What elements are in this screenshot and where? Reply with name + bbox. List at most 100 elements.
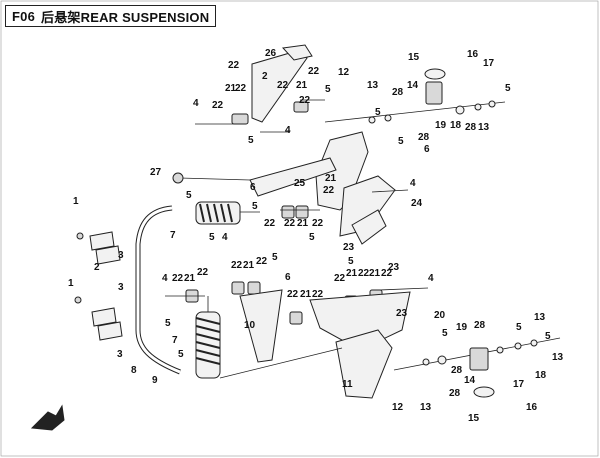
bushing-8	[289, 311, 303, 325]
callout-c3a: 3	[118, 250, 124, 261]
callout-c22g: 22	[323, 185, 335, 196]
callout-c25: 25	[294, 178, 306, 189]
callout-c6a: 6	[424, 144, 430, 155]
callout-c11: 11	[342, 379, 353, 390]
callout-c5l: 5	[165, 318, 171, 329]
callout-c6c: 6	[285, 272, 291, 283]
callout-c15b: 15	[468, 413, 480, 424]
callout-c22p: 22	[358, 268, 370, 279]
callout-c21a: 21	[225, 83, 237, 94]
callout-c5c: 5	[505, 83, 511, 94]
callout-c5m: 5	[442, 328, 448, 339]
upper-right-hub	[324, 68, 506, 124]
bolt-clamp-2	[74, 296, 82, 304]
washer-a	[368, 116, 376, 124]
callout-c28b: 28	[465, 122, 477, 133]
callout-c4c: 4	[410, 178, 416, 189]
washer-g	[437, 355, 447, 365]
callout-c22m: 22	[231, 260, 243, 271]
callout-c6b: 6	[250, 182, 256, 193]
callout-c22f: 22	[212, 100, 224, 111]
callout-c19b: 19	[456, 322, 468, 333]
callout-c5k: 5	[272, 252, 278, 263]
callout-c22q: 22	[381, 268, 393, 279]
bushing-4	[247, 281, 261, 295]
callout-c22h: 22	[264, 218, 276, 229]
callout-c28c: 28	[418, 132, 430, 143]
callout-c22a: 22	[228, 60, 240, 71]
lower-arm-left	[239, 289, 283, 363]
callout-c5a: 5	[325, 84, 331, 95]
washer-d	[474, 103, 482, 111]
washer-h	[496, 346, 504, 354]
callout-c22b: 22	[277, 80, 289, 91]
callout-c22k: 22	[172, 273, 184, 284]
lower-right-cap	[473, 386, 495, 398]
direction-arrow-icon	[30, 404, 65, 431]
callout-c12a: 12	[338, 67, 350, 78]
lower-right-hub	[393, 337, 561, 398]
lower-shock	[195, 296, 221, 379]
callout-c24: 24	[411, 198, 423, 209]
callout-c22n: 22	[256, 256, 268, 267]
upper-arm	[172, 157, 337, 197]
callout-c5p: 5	[178, 349, 184, 360]
callout-c14a: 14	[407, 80, 419, 91]
callout-c22i: 22	[284, 218, 296, 229]
stabilizer-bar-fill	[136, 206, 181, 374]
callout-c2a: 2	[262, 71, 268, 82]
callout-c22e: 22	[299, 95, 311, 106]
callout-c23a: 23	[343, 242, 355, 253]
callout-c10: 10	[244, 320, 256, 331]
callout-c7a: 7	[170, 230, 176, 241]
callout-c13b: 13	[478, 122, 490, 133]
clamp-upper-a	[89, 231, 115, 251]
upper-right-knuckle	[425, 81, 443, 105]
upper-right-cap	[424, 68, 446, 80]
washer-c	[455, 105, 465, 115]
callout-c22c: 22	[235, 83, 247, 94]
callout-c3c: 3	[117, 349, 123, 360]
callout-c1b: 1	[68, 278, 74, 289]
callout-c21d: 21	[297, 218, 309, 229]
callout-c15a: 15	[408, 52, 420, 63]
callout-c4d: 4	[222, 232, 228, 243]
callout-c21c: 21	[325, 173, 337, 184]
frame-bracket-lower	[351, 209, 387, 245]
washer-i	[514, 342, 522, 350]
shock-pin-link	[179, 177, 251, 181]
callout-c5n: 5	[516, 322, 522, 333]
diagram-title: F06 后悬架REAR SUSPENSION	[5, 5, 217, 27]
callout-c23b: 23	[388, 262, 400, 273]
callout-c5d: 5	[375, 107, 381, 118]
callout-c4e: 4	[162, 273, 168, 284]
clamp-lower-b	[97, 321, 123, 341]
callout-c26: 26	[265, 48, 277, 59]
lower-right-knuckle	[469, 347, 489, 371]
callout-c21h: 21	[369, 268, 381, 279]
callout-c23c: 23	[396, 308, 408, 319]
callout-c19a: 19	[435, 120, 447, 131]
diagram-code: F06	[12, 8, 36, 24]
stabilizer-bar	[135, 205, 181, 375]
callout-c21i: 21	[300, 289, 312, 300]
callout-c28d: 28	[474, 320, 486, 331]
callout-c4a: 4	[193, 98, 199, 109]
callout-c5f: 5	[186, 190, 192, 201]
callout-c5i: 5	[309, 232, 315, 243]
callout-c12b: 12	[392, 402, 404, 413]
washer-j	[530, 339, 538, 347]
upper-arm-bar	[249, 157, 337, 197]
callout-c22l: 22	[197, 267, 209, 278]
callout-c13c: 13	[534, 312, 546, 323]
callout-c5e: 5	[398, 136, 404, 147]
callout-c18a: 18	[450, 120, 462, 131]
washer-b	[384, 114, 392, 122]
upper-link-top	[281, 44, 313, 61]
callout-c4b: 4	[285, 125, 291, 136]
callout-c9: 9	[152, 375, 158, 386]
callout-c5j: 5	[348, 256, 354, 267]
